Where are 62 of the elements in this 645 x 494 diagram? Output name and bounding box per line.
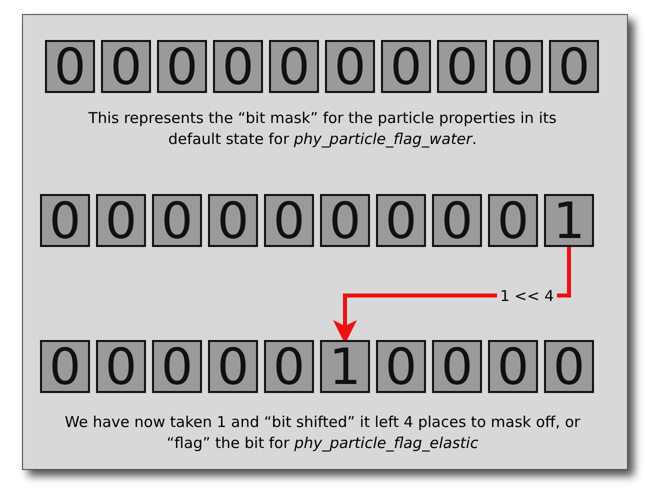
caption-text: This represents the “bit mask” for the particle properties in its default state for phy_particle_flag_water.: [87, 108, 558, 150]
bit-cell: [320, 194, 370, 247]
bit-digit: 0: [161, 342, 193, 392]
bit-digit: 0: [334, 42, 366, 92]
bit-digit: 0: [497, 196, 529, 246]
bit-cell: [549, 40, 599, 93]
bit-cell: [544, 340, 594, 393]
bit-cell: [96, 340, 146, 393]
bit-cell: [40, 340, 90, 393]
bit-digit: 0: [385, 196, 417, 246]
bit-digit: 0: [110, 42, 142, 92]
bit-cell: [376, 194, 426, 247]
bit-cell: [264, 194, 314, 247]
caption-text: We have now taken 1 and “bit shifted” it left 4 places to mask off, or “flag” the bit for phy_particle_flag_elastic: [64, 412, 582, 454]
bit-digit: 0: [49, 342, 81, 392]
bit-cell: [157, 40, 207, 93]
bit-digit: 0: [54, 42, 86, 92]
bit-cell: [152, 194, 202, 247]
bit-cell: [101, 40, 151, 93]
bit-cell: [544, 194, 594, 247]
bit-cell: [45, 40, 95, 93]
bit-digit: 0: [105, 196, 137, 246]
bit-digit: 0: [385, 342, 417, 392]
bit-cell: [325, 40, 375, 93]
bit-digit: 0: [497, 342, 529, 392]
bit-cell: [152, 340, 202, 393]
bit-cell: [488, 340, 538, 393]
bit-cell: [40, 194, 90, 247]
bit-digit: 0: [166, 42, 198, 92]
bit-cell: [437, 40, 487, 93]
bit-cell: [208, 340, 258, 393]
bit-digit: 0: [553, 342, 585, 392]
bit-digit: 0: [441, 196, 473, 246]
bit-digit: 0: [222, 42, 254, 92]
bit-cell: [264, 340, 314, 393]
bit-digit: 0: [278, 42, 310, 92]
bit-digit: 0: [446, 42, 478, 92]
bit-cell: [432, 340, 482, 393]
bit-digit: 0: [161, 196, 193, 246]
bit-cell: [269, 40, 319, 93]
bit-digit: 0: [502, 42, 534, 92]
bit-cell: [208, 194, 258, 247]
bit-digit: 1: [553, 196, 585, 246]
bit-cell: [320, 340, 370, 393]
bit-digit: 0: [441, 342, 473, 392]
bit-digit: 0: [273, 342, 305, 392]
bit-digit: 0: [105, 342, 137, 392]
bit-digit: 0: [390, 42, 422, 92]
bit-digit: 0: [558, 42, 590, 92]
bit-digit: 1: [329, 342, 361, 392]
bit-digit: 0: [217, 196, 249, 246]
bit-cell: [493, 40, 543, 93]
bit-digit: 0: [217, 342, 249, 392]
bit-digit: 0: [273, 196, 305, 246]
bit-cell: [432, 194, 482, 247]
bit-digit: 0: [49, 196, 81, 246]
bit-cell: [96, 194, 146, 247]
bit-cell: [376, 340, 426, 393]
bit-cell: [213, 40, 263, 93]
bit-cell: [381, 40, 431, 93]
bit-digit: 0: [329, 196, 361, 246]
bit-cell: [488, 194, 538, 247]
